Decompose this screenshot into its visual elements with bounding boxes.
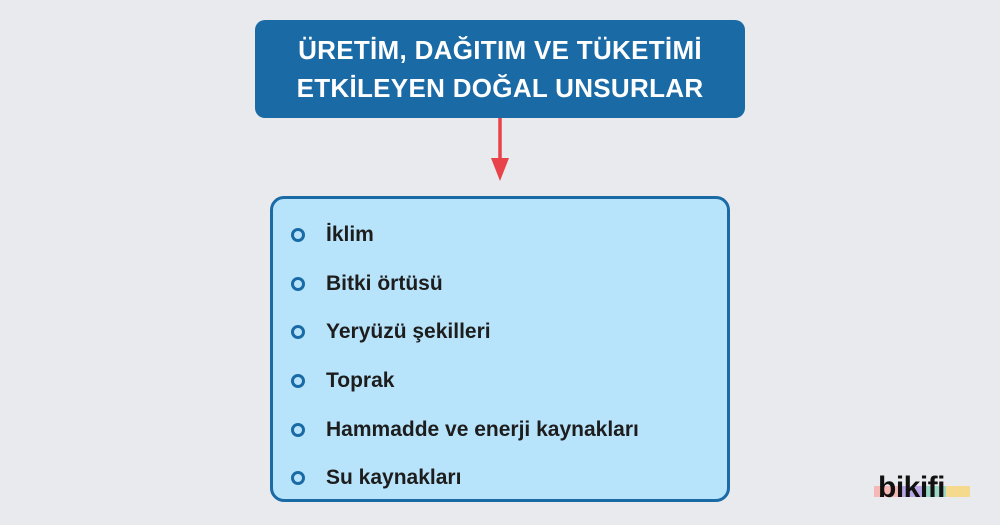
bullet-icon (291, 325, 305, 340)
title-line-2: ETKİLEYEN DOĞAL UNSURLAR (296, 73, 704, 103)
title-line-1: ÜRETİM, DAĞITIM VE TÜKETİMİ (298, 35, 702, 65)
list-item-label: Bitki örtüsü (326, 271, 443, 295)
title-box: ÜRETİM, DAĞITIM VE TÜKETİMİ ETKİLEYEN DO… (255, 20, 745, 118)
logo-bar-purple (898, 486, 922, 497)
list-item-label: Yeryüzü şekilleri (326, 320, 491, 344)
bullet-icon (291, 422, 305, 437)
natural-factors-list: İklim Bitki örtüsü Yeryüzü şekilleri Top… (291, 211, 639, 503)
bullet-icon (291, 276, 305, 291)
bikifi-logo: bikifi (872, 468, 972, 508)
list-item: Bitki örtüsü (291, 260, 639, 309)
list-item-label: Toprak (326, 369, 395, 393)
list-item: Yeryüzü şekilleri (291, 308, 639, 357)
list-item: Hammadde ve enerji kaynakları (291, 405, 639, 454)
logo-bar-green (922, 486, 946, 497)
list-item: Toprak (291, 357, 639, 406)
list-item: Su kaynakları (291, 454, 639, 503)
natural-factors-box: İklim Bitki örtüsü Yeryüzü şekilleri Top… (270, 196, 730, 502)
list-item-label: Su kaynakları (326, 466, 462, 490)
list-item-label: Hammadde ve enerji kaynakları (326, 417, 639, 441)
bullet-icon (291, 374, 305, 389)
down-arrow-icon (491, 118, 509, 181)
logo-text: bikifi (878, 471, 946, 504)
logo-bar-pink (874, 486, 898, 497)
logo-bar-yellow (946, 486, 970, 497)
list-item: İklim (291, 211, 639, 260)
bullet-icon (291, 228, 305, 243)
bullet-icon (291, 471, 305, 486)
list-item-label: İklim (326, 223, 374, 247)
